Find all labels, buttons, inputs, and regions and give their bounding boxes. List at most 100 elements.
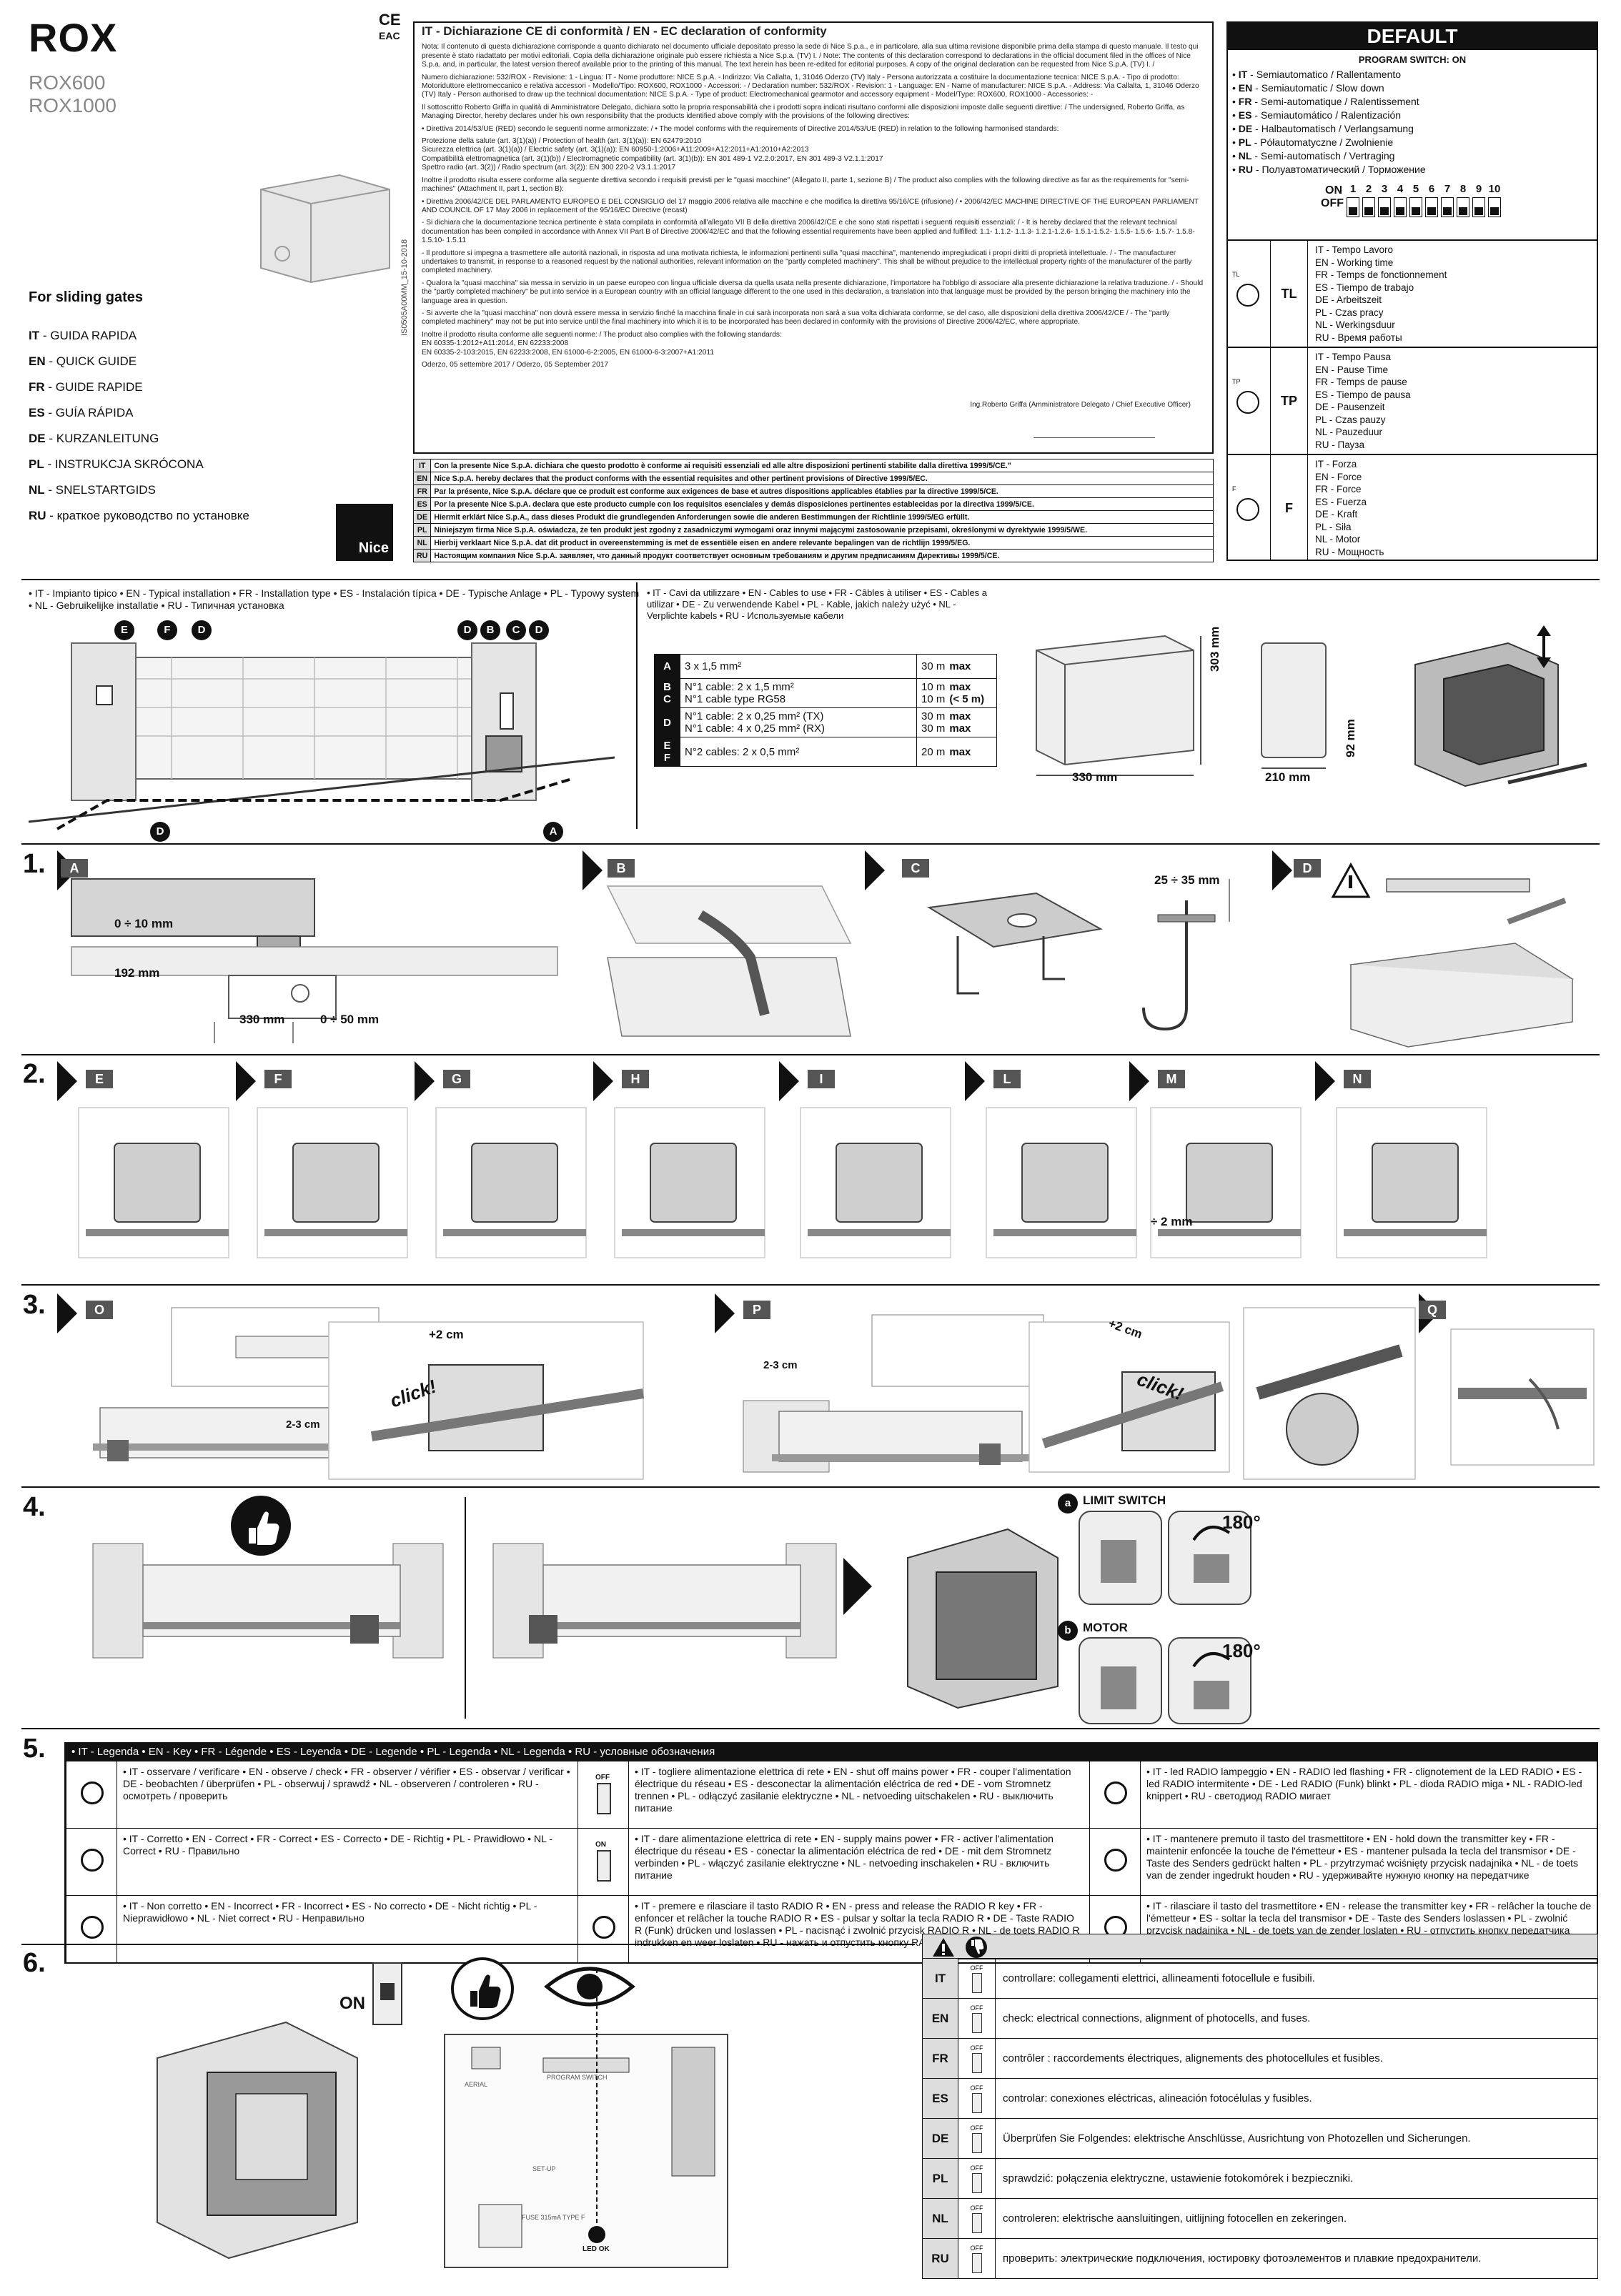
trimmer-f-icon[interactable]: F — [1226, 455, 1271, 561]
conformity-text: Nice S.p.A. hereby declares that the pro… — [430, 472, 1214, 485]
default-line-text: Półautomatyczne / Zwolnienie — [1260, 136, 1394, 148]
board-fuse-label: FUSE 315mA TYPE F — [522, 2214, 585, 2221]
step-2-number: 2. — [23, 1059, 46, 1089]
guide-item-it: IT - GUIDA RAPIDA — [29, 329, 137, 343]
switch-body — [971, 1972, 982, 1993]
legend-text: • IT - led RADIO lampeggio • EN - RADIO … — [1146, 1766, 1582, 1801]
default-line-pl: • PL - Półautomatyczne / Zwolnienie — [1228, 136, 1597, 149]
default-line-text: Halbautomatisch / Verlangsamung — [1261, 123, 1414, 134]
warning-icon — [933, 1938, 954, 1957]
dip-switch-6[interactable] — [1425, 197, 1438, 217]
guide-label: QUICK GUIDE — [56, 354, 137, 368]
step-2-arrow-icon — [1315, 1061, 1335, 1101]
default-line-code: EN — [1238, 82, 1253, 94]
legend-text: • IT - Corretto • EN - Correct • FR - Co… — [123, 1833, 552, 1857]
guide-code: IT — [29, 329, 40, 342]
dip-switch-5[interactable] — [1409, 197, 1422, 217]
bullet: • — [1232, 150, 1239, 161]
dip-switch-2[interactable] — [1362, 197, 1375, 217]
guide-code: DE — [29, 432, 46, 445]
badge-c: C — [506, 620, 526, 640]
trimmer-list-item: DE - Pausenzeit — [1315, 402, 1385, 412]
guide-separator: - — [45, 354, 56, 368]
legend-table: • IT - Legenda • EN - Key • FR - Légende… — [64, 1742, 1598, 1964]
dip-number: 10 — [1488, 183, 1501, 195]
guide-label: KURZANLEITUNG — [56, 432, 159, 445]
dip-switch-4[interactable] — [1394, 197, 1407, 217]
trimmer-tl-icon[interactable]: TL — [1226, 241, 1271, 347]
bullet: • — [1232, 96, 1239, 107]
conformity-text: Hierbij verklaart Nice S.p.A. dat dit pr… — [430, 536, 1214, 550]
cable-key: D — [654, 707, 680, 737]
trimmer-list-item: PL - Czas pracy — [1315, 307, 1384, 318]
trimmer-list-item: ES - Fuerza — [1315, 496, 1367, 507]
divider-vertical — [465, 1497, 466, 1719]
conformity-lang: EN — [412, 472, 432, 485]
cable-key: E F — [654, 737, 680, 767]
trimmer-tp-icon[interactable]: TP — [1226, 348, 1271, 454]
divider — [21, 579, 1600, 580]
guide-item-fr: FR - GUIDE RAPIDE — [29, 380, 143, 394]
step-1a-label: A — [61, 859, 88, 878]
dip-number: 7 — [1444, 183, 1451, 195]
dip-switch-1[interactable] — [1347, 197, 1359, 217]
check-text: проверить: электрические подключения, юс… — [995, 2238, 1598, 2279]
declaration-paragraph: - Si dichiara che la documentazione tecn… — [422, 219, 1195, 245]
dip-switch-8[interactable] — [1457, 197, 1469, 217]
step-2-arrow-icon — [1129, 1061, 1149, 1101]
switch-off-icon: OFF — [958, 2038, 996, 2079]
dip-switch-7[interactable] — [1441, 197, 1454, 217]
step-5-number: 5. — [23, 1734, 46, 1764]
check-lang: EN — [922, 1998, 958, 2039]
trimmer-icon-label: TL — [1232, 271, 1240, 278]
dip-number: 5 — [1412, 183, 1419, 195]
step-2-label-e: E — [86, 1070, 113, 1088]
separator: - — [1252, 82, 1261, 94]
conformity-lang: PL — [412, 523, 432, 537]
legend-text: • IT - osservare / verificare • EN - obs… — [123, 1766, 570, 1801]
guide-code: ES — [29, 406, 45, 419]
dim-0-10mm: 0 ÷ 10 mm — [114, 917, 174, 930]
dip-switch-10[interactable] — [1488, 197, 1501, 217]
on-label: ON — [339, 1994, 365, 2013]
check-text: controleren: elektrische aansluitingen, … — [995, 2198, 1598, 2239]
guide-item-pl: PL - INSTRUKCJA SKRÓCONA — [29, 457, 204, 472]
dim-2-3cm: 2-3 cm — [286, 1418, 320, 1431]
badge-d3: D — [529, 620, 549, 640]
for-sliding-gates: For sliding gates — [29, 289, 144, 305]
switch-off-icon: OFF — [958, 2118, 996, 2159]
thumbs-down-icon — [66, 1896, 117, 1962]
led-flash-icon — [1089, 1761, 1141, 1828]
divider — [21, 1944, 915, 1945]
check-lang: ES — [922, 2078, 958, 2119]
radio-button-icon — [577, 1896, 629, 1962]
default-line-code: PL — [1238, 136, 1251, 148]
dip-switch-3[interactable] — [1378, 197, 1391, 217]
default-line-it: • IT - Semiautomatico / Rallentamento — [1228, 68, 1597, 81]
guide-label: GUÍA RÁPIDA — [55, 406, 134, 419]
dip-switch-9[interactable] — [1472, 197, 1485, 217]
legend-row: • IT - osservare / verificare • EN - obs… — [66, 1761, 1597, 1828]
trimmer-list-item: EN - Pause Time — [1315, 364, 1389, 375]
declaration-paragraph: Il sottoscritto Roberto Griffa in qualit… — [422, 103, 1185, 121]
step-3q-label: Q — [1419, 1301, 1446, 1319]
default-line-text: Semiautomático / Ralentización — [1260, 109, 1402, 121]
typical-installation-drawing — [28, 642, 615, 830]
badge-d: D — [192, 620, 212, 640]
legend-header: • IT - Legenda • EN - Key • FR - Légende… — [66, 1744, 1597, 1761]
trimmer-list-item: IT - Forza — [1315, 459, 1357, 469]
badge-a-step4: a — [1058, 1494, 1078, 1514]
step-2-label-f: F — [264, 1070, 292, 1088]
step-2-e-drawing — [78, 1107, 229, 1258]
off-label: OFF — [970, 2164, 983, 2172]
default-line-ru: • RU - Полуавтоматический / Торможение — [1228, 163, 1597, 177]
step-2-arrow-icon — [779, 1061, 799, 1101]
